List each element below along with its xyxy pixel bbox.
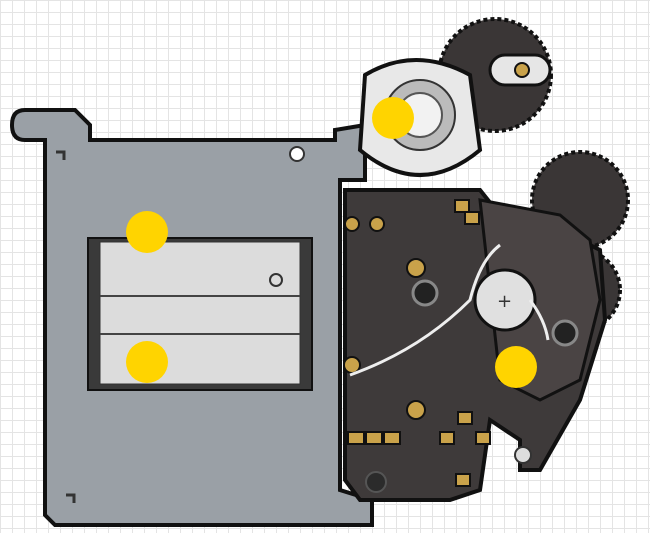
plate-hole — [289, 146, 305, 162]
hotspot-mechanism[interactable] — [495, 346, 537, 388]
hotspot-rotor[interactable] — [372, 97, 414, 139]
rotor — [357, 58, 483, 177]
hotspot-lower-blade[interactable] — [126, 341, 168, 383]
shutter-aperture — [87, 237, 313, 391]
hotspot-upper-blade[interactable] — [126, 211, 168, 253]
motor — [473, 268, 537, 332]
svg-text:+: + — [497, 291, 512, 312]
